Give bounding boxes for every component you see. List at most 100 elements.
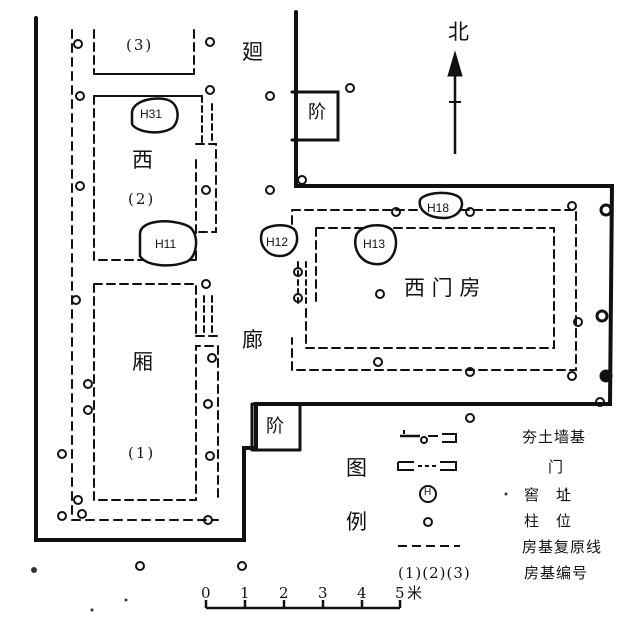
legend-title-2: 例	[346, 510, 367, 534]
legend-wall-label: 夯土墙基	[522, 428, 587, 446]
pillar	[75, 91, 85, 101]
legend-pillar-symbol	[423, 517, 433, 527]
pillar	[57, 511, 67, 521]
scan-speck	[504, 492, 508, 496]
gate-house-door	[297, 261, 307, 305]
room-2-door	[201, 95, 213, 145]
north-step-outline	[290, 90, 340, 142]
legend-door-symbol	[397, 461, 457, 471]
pit-h13-outline	[353, 223, 398, 266]
scale-tick-2: 2	[279, 584, 289, 602]
legend-numbering-symbols: (1)(2)(3)	[398, 564, 471, 582]
legend-pit-symbol	[419, 485, 437, 503]
scan-speck	[564, 488, 568, 492]
pillar	[71, 295, 81, 305]
corridor-label-1: 廻	[242, 40, 263, 64]
pillar	[265, 91, 275, 101]
room-3-outline	[93, 29, 195, 75]
pillar	[201, 185, 211, 195]
pit-h11-label: H11	[155, 237, 177, 251]
west-wing-label-2: 厢	[132, 350, 153, 374]
pillar	[83, 379, 93, 389]
pit-h31-label: H31	[140, 107, 163, 121]
pillar	[205, 85, 215, 95]
pillar	[135, 561, 145, 571]
outer-wall	[34, 10, 615, 542]
room-2-label: (2)	[128, 190, 156, 208]
pillar	[73, 39, 83, 49]
pillar	[293, 293, 303, 303]
scale-unit: 米	[407, 584, 423, 602]
pillar	[595, 309, 609, 323]
legend-numbering-label: 房基编号	[524, 564, 589, 582]
pit-h18-outline	[418, 191, 464, 220]
pillar	[77, 509, 87, 519]
pit-h31-outline	[130, 97, 179, 134]
legend-title-1: 图	[346, 456, 367, 480]
pit-h12-label: H12	[266, 235, 289, 249]
pillar	[237, 561, 247, 571]
pillar	[293, 267, 303, 277]
pillar	[599, 369, 613, 383]
pillar	[75, 181, 85, 191]
pillar	[57, 449, 67, 459]
room-1-door	[203, 295, 213, 337]
room-1-label: (1)	[128, 444, 156, 462]
pillar	[83, 405, 93, 415]
pit-h18-label: H18	[427, 201, 450, 215]
north-step-label: 阶	[308, 102, 326, 123]
legend-pit-glyph: H	[424, 487, 432, 498]
legend-wall-symbol	[400, 430, 457, 444]
pillar	[375, 289, 385, 299]
pillar	[599, 203, 613, 217]
legend-reconstruction-label: 房基复原线	[522, 538, 603, 556]
room-1-outline	[93, 283, 219, 501]
pillar	[373, 357, 383, 367]
pillar	[595, 397, 605, 407]
scale-tick-3: 3	[318, 584, 328, 602]
legend-door-label: 门	[548, 458, 565, 476]
scan-speck	[31, 567, 37, 573]
north-label: 北	[448, 20, 469, 44]
pillar	[567, 371, 577, 381]
pillar	[567, 201, 577, 211]
pillar	[297, 175, 307, 185]
scale-tick-5: 5	[395, 584, 405, 602]
pillar	[203, 515, 213, 525]
south-step-outline	[250, 402, 302, 452]
corridor-label-2: 廊	[242, 328, 263, 352]
pillar	[207, 353, 217, 363]
scan-speck	[124, 598, 128, 602]
pillar	[73, 495, 83, 505]
scan-speck	[90, 608, 94, 612]
pillar	[205, 451, 215, 461]
pillar	[465, 413, 475, 423]
scale-tick-1: 1	[240, 584, 250, 602]
legend-pillar-label: 柱 位	[524, 512, 573, 530]
west-gate-house-label: 西 门 房	[404, 276, 481, 300]
legend-pit-label: 窖 址	[524, 486, 573, 504]
pillar	[345, 83, 355, 93]
west-wing-outer-dash	[71, 29, 219, 521]
scale-bar	[204, 600, 402, 610]
pillar	[465, 207, 475, 217]
pit-h12-outline	[259, 224, 299, 258]
pit-h11-outline	[138, 220, 198, 267]
pit-h13-label: H13	[363, 237, 386, 251]
west-wing-label-1: 西	[132, 148, 153, 172]
south-step-label: 阶	[266, 416, 284, 437]
pillar	[465, 367, 475, 377]
gate-house-inner-dash	[305, 227, 555, 349]
scale-tick-0: 0	[201, 584, 211, 602]
pillar	[205, 37, 215, 47]
pillar	[573, 317, 583, 327]
pillar	[201, 279, 211, 289]
pillar	[265, 185, 275, 195]
pillar	[203, 399, 213, 409]
north-arrow	[447, 50, 463, 154]
room-3-label: (3)	[126, 36, 154, 54]
scale-tick-4: 4	[357, 584, 367, 602]
pillar	[391, 207, 401, 217]
